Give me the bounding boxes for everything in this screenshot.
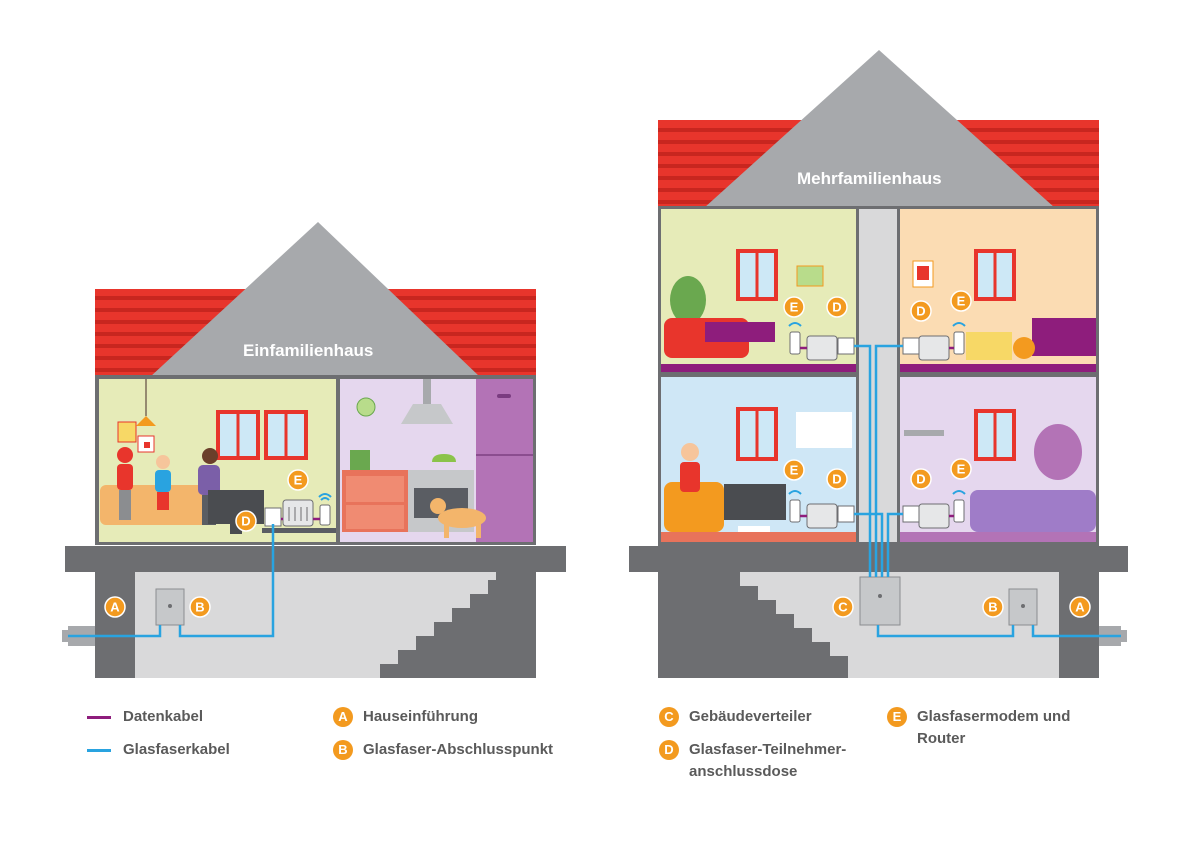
badge-letter: A xyxy=(110,600,120,615)
badge-d-icon: D xyxy=(235,510,257,532)
roof-gable xyxy=(704,50,1055,208)
fiber-outlet-icon xyxy=(837,337,920,523)
router-icon xyxy=(282,499,314,527)
badge-e-icon: E xyxy=(783,296,805,318)
router-icon xyxy=(806,335,950,529)
badge-letter: E xyxy=(957,294,966,309)
badge-letter: E xyxy=(790,300,799,315)
clock-icon xyxy=(356,397,376,417)
badge-letter: E xyxy=(294,473,303,488)
ground-slab xyxy=(65,546,566,572)
badge-d-icon: D xyxy=(826,296,848,318)
badge-letter: D xyxy=(241,514,250,529)
badge-b-icon: B xyxy=(189,596,211,618)
ground-slab xyxy=(629,546,1128,572)
single-house-title: Einfamilienhaus xyxy=(243,341,374,360)
badge-d-icon: D xyxy=(910,468,932,490)
fridge-icon xyxy=(476,379,533,542)
fiber-outlet-icon xyxy=(264,507,282,527)
dog-icon xyxy=(430,498,486,538)
roof-gable xyxy=(150,222,480,377)
badge-e-icon: E xyxy=(783,459,805,481)
basement-stairs xyxy=(658,572,848,678)
badge-letter: A xyxy=(1075,600,1085,615)
badge-letter: E xyxy=(957,462,966,477)
fiber-cable xyxy=(68,524,275,638)
badge-letter: B xyxy=(988,600,997,615)
badge-letter: C xyxy=(838,600,848,615)
multi-house-title: Mehrfamilienhaus xyxy=(797,169,942,188)
badge-letter: E xyxy=(790,463,799,478)
wifi-icon xyxy=(788,322,966,523)
badge-b-icon: B xyxy=(982,596,1004,618)
badge-letter: D xyxy=(916,304,925,319)
window-icon xyxy=(736,249,1016,461)
window-icon xyxy=(216,410,308,460)
badge-letter: D xyxy=(916,472,925,487)
stairwell-shaft xyxy=(859,209,897,542)
badge-letter: B xyxy=(195,600,204,615)
badge-letter: D xyxy=(832,472,841,487)
badge-e-icon: E xyxy=(950,458,972,480)
single-family-house xyxy=(62,222,566,678)
badge-d-icon: D xyxy=(826,468,848,490)
badge-a-icon: A xyxy=(104,596,126,618)
wifi-icon xyxy=(318,493,332,526)
kitchen-hood-icon xyxy=(401,379,453,424)
data-cable xyxy=(800,346,954,518)
building-distributor-box xyxy=(859,576,901,626)
fiber-cable xyxy=(854,344,1121,638)
basement-stairs xyxy=(380,572,536,678)
badge-letter: D xyxy=(832,300,841,315)
multi-family-house xyxy=(629,50,1128,678)
badge-e-icon: E xyxy=(287,469,309,491)
badges: A B D E C B A E D D E E D D E xyxy=(104,290,1091,618)
badge-d-icon: D xyxy=(910,300,932,322)
badge-c-icon: C xyxy=(832,596,854,618)
badge-a-icon: A xyxy=(1069,596,1091,618)
badge-e-icon: E xyxy=(950,290,972,312)
